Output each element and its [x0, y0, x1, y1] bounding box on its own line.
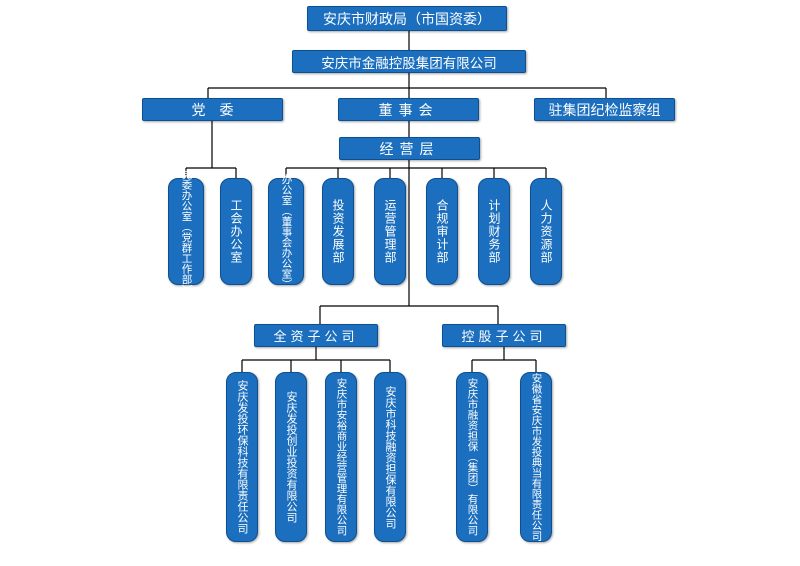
wholly-owned-label: 全资子公司: [273, 330, 359, 345]
holding-label: 控股子公司: [461, 330, 547, 345]
dept-compliance-audit: 合规审计部: [426, 178, 458, 285]
dept-party-office-label: 党委办公室（党群工作部）: [180, 168, 193, 295]
company-pawn-label: 安徽省安庆市发投典当有限责任公司: [530, 373, 543, 541]
dept-union-office-label: 工会办公室: [229, 199, 243, 264]
dept-planning-finance: 计划财务部: [478, 178, 510, 285]
discipline-label: 驻集团纪检监察组: [548, 102, 661, 119]
board-label: 董事会: [378, 102, 439, 119]
dept-party-office: 党委办公室（党群工作部）: [168, 169, 204, 295]
management-box: 经营层: [339, 137, 480, 160]
company-environmental-tech: 安庆发投环保科技有限责任公司: [226, 372, 258, 542]
wholly-owned-box: 全资子公司: [254, 324, 378, 347]
finance-bureau-box: 安庆市财政局（市国资委）: [307, 6, 507, 31]
dept-human-resources-label: 人力资源部: [539, 199, 553, 264]
company-venture-investment-label: 安庆发投创业投资有限公司: [285, 391, 298, 523]
company-tech-guarantee: 安庆市科技融资担保有限公司: [374, 372, 406, 542]
company-environmental-tech-label: 安庆发投环保科技有限责任公司: [236, 380, 249, 534]
company-anyu-commercial-label: 安庆市安裕商业经营管理有限公司: [335, 378, 348, 536]
group-company-label: 安庆市金融控股集团有限公司: [321, 55, 497, 72]
group-company-box: 安庆市金融控股集团有限公司: [292, 50, 526, 73]
company-anyu-commercial: 安庆市安裕商业经营管理有限公司: [325, 372, 357, 542]
company-financing-guarantee-group-label: 安庆市融资担保（集团）有限公司: [466, 378, 479, 536]
dept-human-resources: 人力资源部: [530, 178, 562, 285]
dept-compliance-audit-label: 合规审计部: [435, 199, 449, 264]
dept-general-office-label: 办公室（董事会办公室）: [280, 173, 293, 290]
party-committee-box: 党 委: [142, 98, 283, 121]
dept-operations-label: 运营管理部: [383, 199, 397, 264]
dept-general-office: 办公室（董事会办公室）: [268, 174, 304, 289]
dept-planning-finance-label: 计划财务部: [487, 199, 501, 264]
dept-operations: 运营管理部: [374, 178, 406, 285]
holding-box: 控股子公司: [442, 324, 566, 347]
company-financing-guarantee-group: 安庆市融资担保（集团）有限公司: [456, 372, 488, 542]
dept-investment-dev-label: 投资发展部: [331, 199, 345, 264]
management-label: 经营层: [379, 141, 440, 158]
party-committee-label: 党 委: [191, 102, 234, 119]
dept-investment-dev: 投资发展部: [322, 178, 354, 285]
dept-union-office: 工会办公室: [220, 178, 252, 285]
company-venture-investment: 安庆发投创业投资有限公司: [275, 372, 307, 542]
company-tech-guarantee-label: 安庆市科技融资担保有限公司: [384, 385, 397, 529]
company-pawn: 安徽省安庆市发投典当有限责任公司: [520, 372, 552, 542]
finance-bureau-label: 安庆市财政局（市国资委）: [323, 11, 491, 28]
discipline-box: 驻集团纪检监察组: [534, 98, 675, 121]
board-box: 董事会: [338, 98, 479, 121]
